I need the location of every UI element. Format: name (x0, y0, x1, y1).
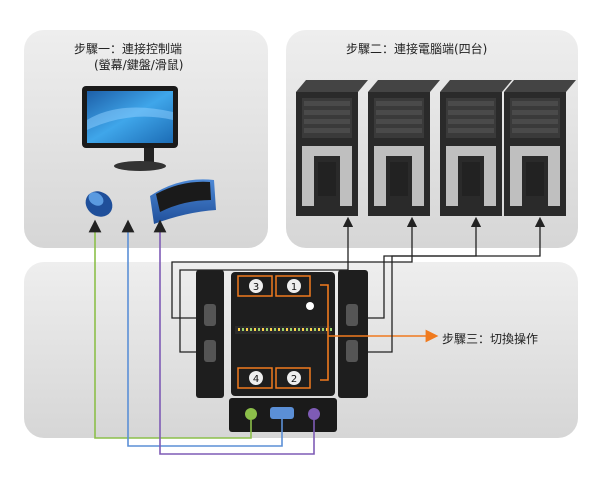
pc-tower-icon (440, 80, 512, 216)
pc-tower-icon (296, 80, 368, 216)
monitor-icon (82, 86, 178, 171)
port-number-1: 1 (275, 275, 311, 297)
pc-tower-icon (504, 80, 576, 216)
step1-label: 步驟一：連接控制端 (74, 42, 183, 56)
right-port-block (338, 270, 368, 398)
pc-cables (171, 216, 546, 353)
kvm-switch-icon (229, 272, 337, 432)
step2-label: 步驟二：連接電腦端(四台) (346, 42, 488, 56)
left-port-block (196, 270, 224, 398)
step3-label: 步驟三：切換操作 (442, 332, 539, 346)
keyboard-icon (150, 179, 216, 224)
pc-group (296, 80, 576, 216)
port-number-label: 3 (253, 282, 259, 293)
pc-tower-icon (368, 80, 440, 216)
port-number-label: 4 (253, 374, 259, 385)
vga-port-icon (270, 407, 294, 419)
port-number-4: 4 (237, 367, 273, 389)
switch-arrows (320, 284, 439, 381)
step1-sublabel: (螢幕/鍵盤/滑鼠) (94, 58, 184, 72)
port-number-label: 2 (291, 374, 297, 385)
console-cables (88, 219, 315, 455)
brand-logo-icon (306, 302, 314, 310)
mouse-icon (85, 191, 113, 217)
keyboard-port-icon (308, 408, 320, 420)
mouse-port-icon (245, 408, 257, 420)
port-number-3: 3 (237, 275, 273, 297)
port-number-label: 1 (291, 282, 297, 293)
port-number-2: 2 (275, 367, 311, 389)
